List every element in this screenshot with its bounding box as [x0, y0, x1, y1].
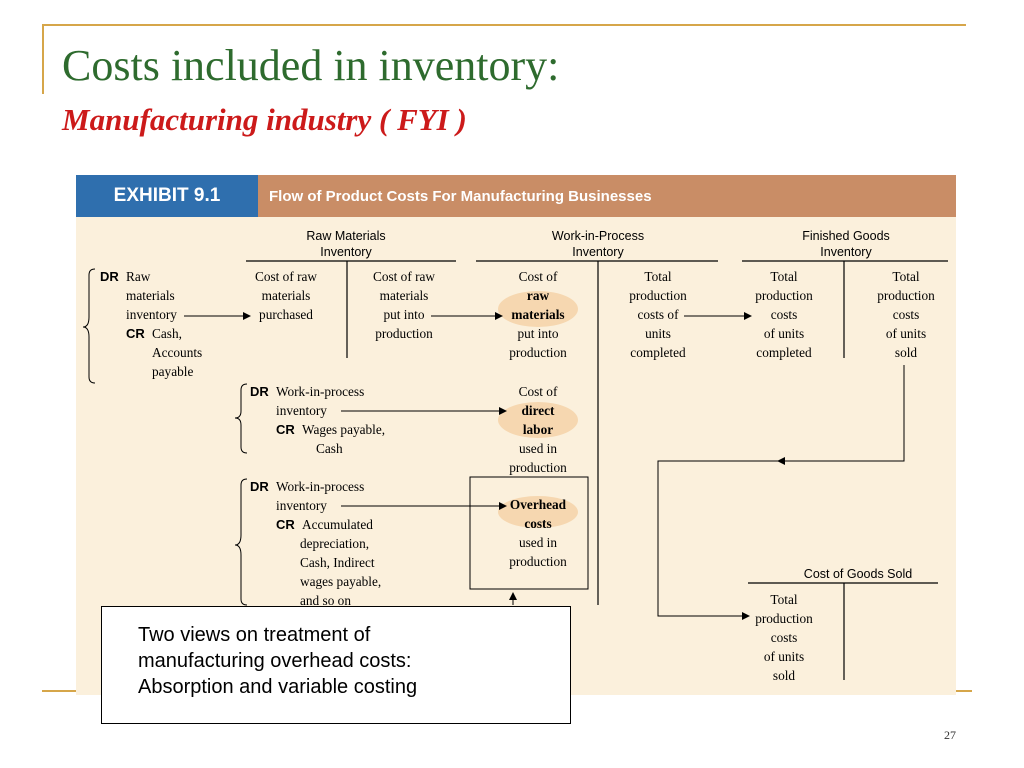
raw-cr-line-1: Cash, — [152, 326, 182, 341]
rm-right-line-1: Cost of raw — [373, 269, 435, 284]
fg-left-line-1: Total — [770, 269, 797, 284]
overhead-dr-label: DR — [250, 479, 269, 494]
finished-goods-header-1: Finished Goods — [802, 229, 890, 243]
fg-left-line-5: completed — [756, 345, 812, 360]
rm-left-line-2: materials — [262, 288, 311, 303]
wip-header-2: Inventory — [572, 245, 624, 259]
rm-left-line-3: purchased — [259, 307, 313, 322]
wip-raw-line-2: raw — [527, 288, 550, 303]
overhead-cr-line-1: Accumulated — [302, 517, 373, 532]
wip-labor-line-1: Cost of — [519, 384, 558, 399]
wip-labor-line-5: production — [509, 460, 567, 475]
overhead-cr-line-3: Cash, Indirect — [300, 555, 375, 570]
rm-right-line-4: production — [375, 326, 433, 341]
wip-right-line-1: Total — [644, 269, 671, 284]
slide-subtitle: Manufacturing industry ( FYI ) — [62, 102, 467, 137]
overhead-dr-line-2: inventory — [276, 498, 327, 513]
raw-materials-header-1: Raw Materials — [306, 229, 385, 243]
labor-dr-label: DR — [250, 384, 269, 399]
wip-raw-line-4: put into — [517, 326, 558, 341]
page-number: 27 — [944, 728, 956, 742]
wip-overhead-line-2: costs — [524, 516, 551, 531]
wip-raw-line-1: Cost of — [519, 269, 558, 284]
exhibit-title: Flow of Product Costs For Manufacturing … — [258, 175, 956, 217]
wip-labor-line-3: labor — [523, 422, 553, 437]
fg-right-line-3: costs — [893, 307, 920, 322]
finished-goods-header-2: Inventory — [820, 245, 872, 259]
wip-right-line-4: units — [645, 326, 671, 341]
slide-title: Costs included in inventory: — [62, 41, 560, 90]
labor-cr-line-2: Cash — [316, 441, 343, 456]
brace-overhead — [234, 478, 248, 606]
cogs-left-line-3: costs — [771, 630, 798, 645]
fg-left-line-3: costs — [771, 307, 798, 322]
raw-dr-line-1: Raw — [126, 269, 151, 284]
flow-diagram: Raw Materials Inventory Work-in-Process … — [82, 229, 948, 683]
cogs-left-line-2: production — [755, 611, 813, 626]
t-account-lines — [246, 260, 948, 680]
raw-materials-header-2: Inventory — [320, 245, 372, 259]
labor-dr-line-1: Work-in-process — [276, 384, 364, 399]
rm-right-line-3: put into — [383, 307, 424, 322]
wip-right-line-3: costs of — [638, 307, 680, 322]
cogs-left-line-4: of units — [764, 649, 804, 664]
note-line-1: Two views on treatment of — [138, 624, 371, 646]
labor-cr-line-1: Wages payable, — [302, 422, 385, 437]
arrow-fg-to-cogs — [777, 365, 905, 465]
fg-left-line-4: of units — [764, 326, 804, 341]
raw-cr-label: CR — [126, 326, 145, 341]
raw-cr-line-2: Accounts — [152, 345, 202, 360]
exhibit-number: EXHIBIT 9.1 — [76, 175, 258, 217]
arrow-return-to-cogs — [657, 460, 781, 620]
fg-right-line-5: sold — [895, 345, 918, 360]
cogs-header: Cost of Goods Sold — [804, 567, 912, 581]
wip-overhead-line-4: production — [509, 554, 567, 569]
highlight-raw-materials — [498, 291, 578, 327]
wip-raw-line-3: materials — [511, 307, 564, 322]
cogs-left-line-1: Total — [770, 592, 797, 607]
wip-overhead-line-3: used in — [519, 535, 557, 550]
wip-labor-line-4: used in — [519, 441, 557, 456]
note-line-3: Absorption and variable costing — [138, 676, 418, 698]
raw-dr-line-2: materials — [126, 288, 175, 303]
rm-left-line-1: Cost of raw — [255, 269, 317, 284]
brace-labor — [234, 383, 248, 454]
overhead-cr-label: CR — [276, 517, 295, 532]
note-line-2: manufacturing overhead costs: — [138, 650, 412, 672]
exhibit-header: EXHIBIT 9.1 Flow of Product Costs For Ma… — [76, 175, 956, 217]
overhead-cr-line-2: depreciation, — [300, 536, 369, 551]
raw-dr-label: DR — [100, 269, 119, 284]
labor-cr-label: CR — [276, 422, 295, 437]
wip-overhead-line-1: Overhead — [510, 497, 567, 512]
fg-right-line-1: Total — [892, 269, 919, 284]
frame-bottom-rule-left — [42, 690, 102, 692]
note-box: Two views on treatment of manufacturing … — [101, 606, 571, 724]
labor-dr-line-2: inventory — [276, 403, 327, 418]
rm-right-line-2: materials — [380, 288, 429, 303]
wip-header-1: Work-in-Process — [552, 229, 644, 243]
highlight-overhead — [498, 496, 578, 528]
brace-raw — [82, 268, 96, 384]
fg-left-line-2: production — [755, 288, 813, 303]
highlight-direct-labor — [498, 402, 578, 438]
raw-dr-line-3: inventory — [126, 307, 177, 322]
wip-labor-line-2: direct — [522, 403, 556, 418]
overhead-cr-line-5: and so on — [300, 593, 351, 608]
frame-top-rule — [42, 24, 966, 26]
wip-raw-line-5: production — [509, 345, 567, 360]
frame-left-rule — [42, 24, 44, 94]
cogs-left-line-5: sold — [773, 668, 796, 683]
wip-right-line-2: production — [629, 288, 687, 303]
fg-right-line-4: of units — [886, 326, 926, 341]
raw-cr-line-3: payable — [152, 364, 193, 379]
overhead-cr-line-4: wages payable, — [300, 574, 381, 589]
fg-right-line-2: production — [877, 288, 935, 303]
overhead-dr-line-1: Work-in-process — [276, 479, 364, 494]
wip-right-line-5: completed — [630, 345, 686, 360]
overhead-box — [469, 476, 589, 590]
